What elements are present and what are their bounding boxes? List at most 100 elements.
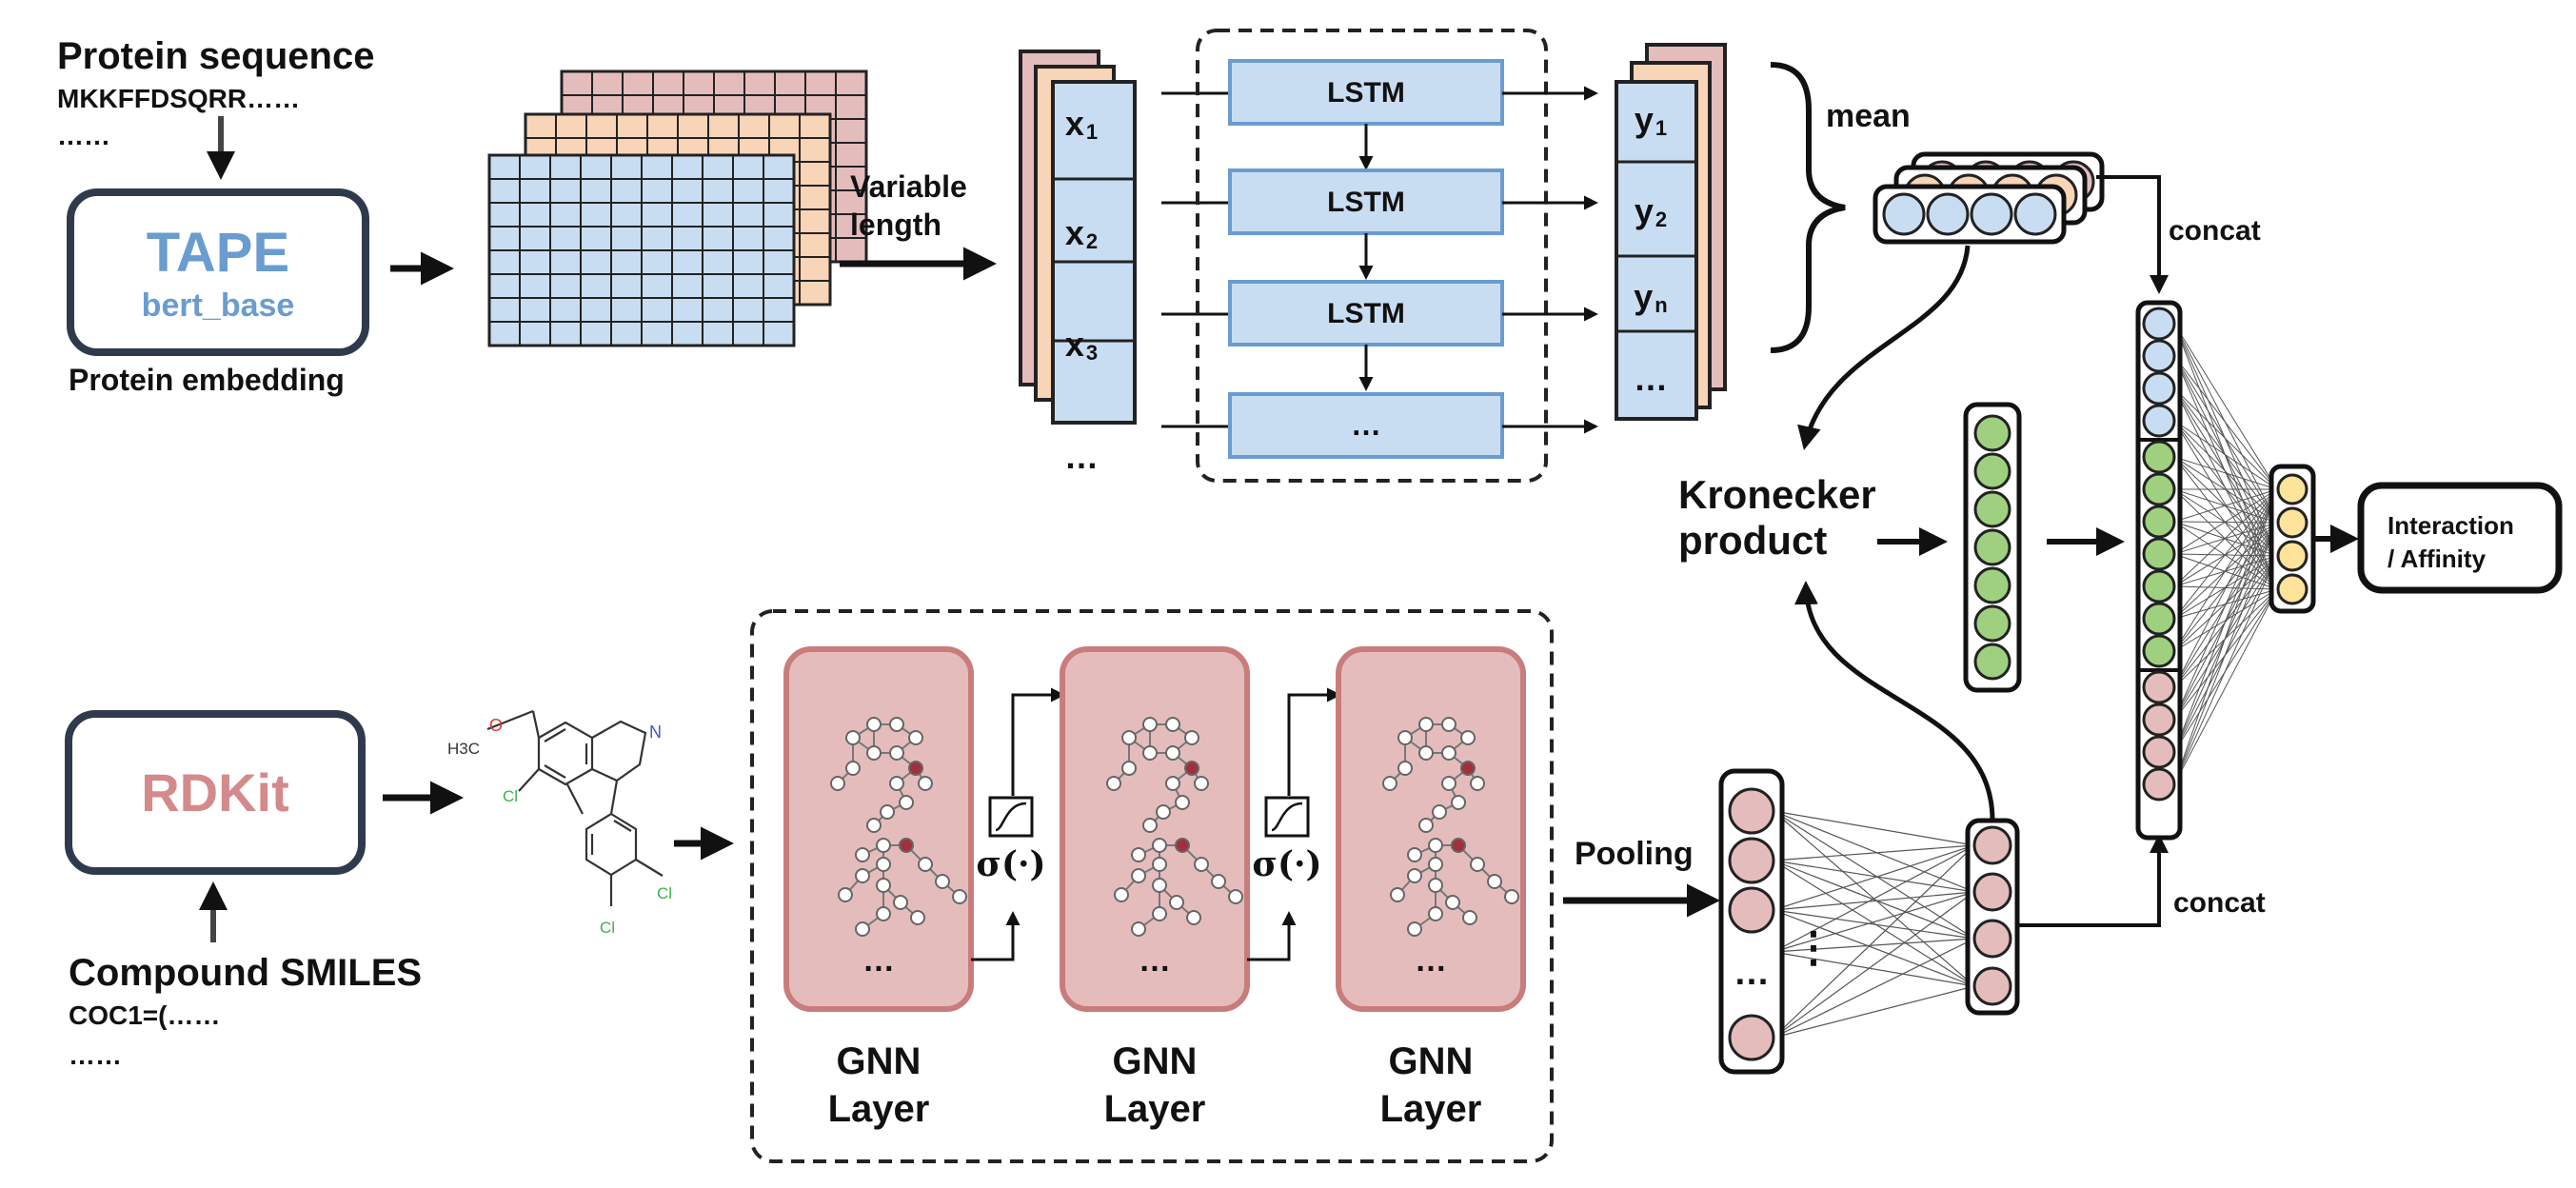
concat-bottom-label: concat [2173,887,2266,919]
graph-node [1470,857,1485,872]
graph-node [908,730,923,745]
gnn-layer-dots-3: … [1415,942,1447,979]
activation-label: σ(·) [1252,844,1321,884]
atom-label-cl1: Cl [503,787,518,805]
graph-node [876,838,891,853]
concat-vector-unit [2142,569,2176,604]
kronecker-vector-unit [1973,643,2011,681]
input-label-1: x1 [1065,104,1098,144]
output-line1: Interaction [2388,511,2514,540]
pool-edge [1773,891,1975,953]
pool-edge [1773,891,1975,1039]
pooled-graph-vector [1965,818,2020,1016]
dense-edge [2173,488,2278,652]
graph-node [876,906,891,921]
pooling-label: Pooling [1575,836,1694,872]
activation-label: σ(·) [976,844,1045,884]
dense-edge [2173,588,2278,785]
pool-edge [1773,860,1975,940]
graph-node [935,874,950,889]
final-vector-unit [2276,573,2308,605]
graph-node [1121,730,1137,745]
pooled-vector-frame [1965,818,2020,1016]
graph-node [1382,776,1397,791]
graph-node [1407,921,1422,937]
graph-node [1418,717,1434,732]
pooled-vector-unit [1972,919,2012,959]
rdkit-name: RDKit [141,762,289,822]
concat-vector-unit [2142,440,2176,474]
mean-vector-unit [1970,192,2013,236]
dense-edge [2173,488,2278,523]
graph-node [1156,804,1171,820]
dense-edge [2173,456,2278,490]
concat-vector-unit [2142,404,2176,438]
graph-node [1184,761,1199,776]
graph-node [1451,838,1466,853]
atom-label-h3c: H3C [447,740,480,758]
graph-node [918,776,933,791]
kronecker-line2: product [1678,518,1827,563]
graph-node [1428,878,1443,893]
curve-pooled-to-kronecker [1794,581,1995,822]
dense-edge [2173,488,2278,753]
mean-label: mean [1826,98,1911,134]
sigmoid-curve [995,802,1027,832]
graph-node [889,776,904,791]
gnn-layer-dots-1: … [862,942,895,979]
graph-node [1407,847,1422,862]
graph-node [1165,717,1180,732]
graph-node [855,847,870,862]
node-feature-vector: … [1718,768,1785,1075]
atom-label-nitrogen: N [649,723,662,742]
graph-node [1152,878,1167,893]
graph-node [830,776,845,791]
mean-vector-unit [1926,192,1970,236]
dense-edge [2173,387,2278,490]
graph-node [893,895,908,910]
graph-node [880,804,895,820]
lstm-cell-label-2: LSTM [1327,187,1405,218]
atom-label-oxygen: O [489,716,503,735]
dense-edge [2173,420,2278,490]
concat-vector-unit [2142,505,2176,539]
graph-node [1194,776,1209,791]
graph-node [855,921,870,937]
final-hidden-vector [2269,464,2316,614]
kronecker-line1: Kronecker [1678,472,1876,517]
output-label-2: y2 [1635,191,1667,231]
gnn-flow-arrow [1287,687,1341,796]
lstm-cell-label-4: … [1351,407,1381,442]
graph-node [1131,868,1146,883]
mean-brace [1770,62,1846,353]
graph-node [855,868,870,883]
graph-node [889,717,904,732]
lstm-cell-label-1: LSTM [1327,77,1405,109]
graph-node [1487,874,1502,889]
graph-node [1441,745,1456,761]
dense-edge [2173,420,2278,557]
concat-vector-unit [2142,703,2176,737]
graph-node [1462,910,1477,925]
mean-pooled-vector-stack [1873,151,2105,245]
graph-node [1397,730,1413,745]
graph-node [1175,838,1190,853]
pool-edge [1773,844,1975,1039]
dense-edge [2173,488,2278,785]
protein-branch: Protein sequence MKKFFDSQRR…… …… TAPE be… [57,35,997,397]
input-vector-cells: x1x2x3… [1051,80,1230,476]
lstm-cells: LSTMLSTMLSTM… [1228,59,1598,459]
concat-vector-unit [2142,602,2176,636]
dense-edge [2173,488,2278,721]
dense-edge [2173,488,2278,688]
pooling-dense-connections [1773,810,1975,1039]
output-label-1: y1 [1635,100,1667,140]
output-box [2357,482,2563,594]
arrow-pooled-to-concat [2018,834,2169,927]
concat-vector-unit [2142,472,2176,506]
pool-edge [1773,810,1975,940]
pool-edge [1773,891,1975,911]
dense-edge [2173,355,2278,490]
